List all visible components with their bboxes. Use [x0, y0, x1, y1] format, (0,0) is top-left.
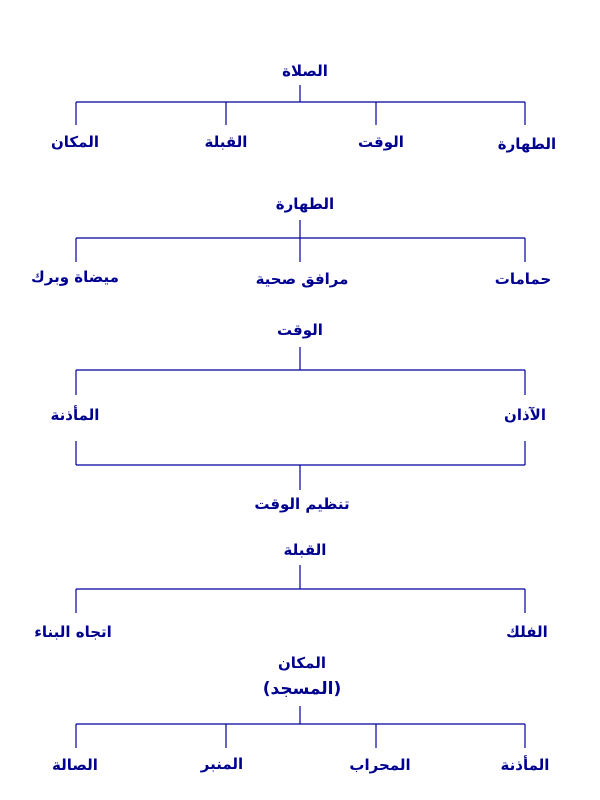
node-child: القبلة: [205, 133, 248, 151]
node-child: المأذنة: [51, 405, 100, 424]
tree-qibla: القبلة الفلك اتجاه البناء: [34, 541, 548, 641]
connector-lines: [75, 565, 526, 613]
node-root: المكان: [278, 654, 326, 672]
tree-prayer: الصلاة الطهارة الوقت القبلة المكان: [51, 62, 556, 153]
connector-lines: [75, 347, 526, 490]
node-root: القبلة: [284, 541, 327, 559]
node-child: مرافق صحية: [256, 270, 349, 288]
node-child: ميضاة وبرك: [31, 268, 119, 286]
node-child: الصالة: [52, 756, 98, 774]
node-child: اتجاه البناء: [34, 623, 112, 641]
node-child: المأذنة: [501, 755, 550, 774]
connector-lines: [75, 220, 526, 262]
connector-lines: [75, 706, 526, 748]
node-root: الصلاة: [282, 62, 328, 80]
connector-lines: [75, 85, 526, 125]
tree-place: المكان (المسجد) المأذنة المحراب المنبر ا…: [52, 654, 549, 774]
node-child: الفلك: [506, 623, 548, 641]
node-child: حمامات: [495, 270, 552, 288]
node-child: الآذان: [504, 406, 546, 424]
node-child: الوقت: [358, 133, 404, 151]
node-result: تنظيم الوقت: [254, 495, 349, 513]
node-root: الطهارة: [276, 195, 334, 213]
node-root: الوقت: [277, 321, 323, 339]
node-child: المكان: [51, 133, 99, 151]
node-child: الطهارة: [498, 135, 556, 153]
tree-purity: الطهارة حمامات مرافق صحية ميضاة وبرك: [31, 195, 551, 288]
tree-time: الوقت الآذان المأذنة تنظيم الوقت: [51, 321, 546, 513]
node-child: المحراب: [349, 756, 410, 774]
node-root-sub: (المسجد): [263, 679, 342, 699]
node-child: المنبر: [200, 755, 243, 773]
